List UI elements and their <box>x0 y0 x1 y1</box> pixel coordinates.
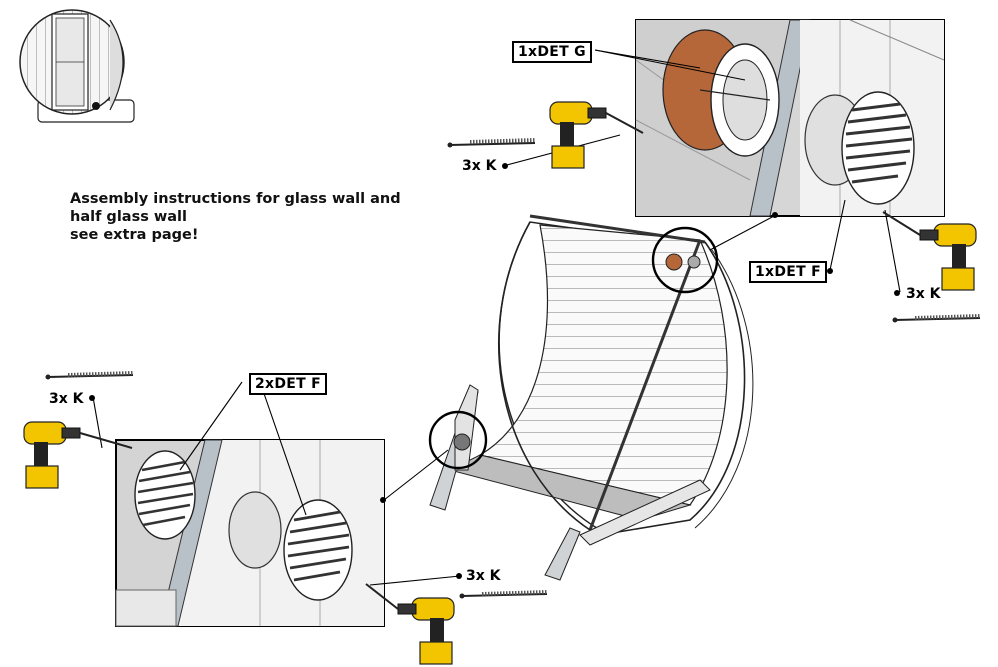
note-line-1: Assembly instructions for glass wall and <box>70 191 401 207</box>
quantity-k-left: 3x K <box>49 391 84 407</box>
drill-icon <box>365 583 455 665</box>
vent-grille-icon <box>134 450 196 540</box>
note-line-2: half glass wall <box>70 209 187 225</box>
callout-det-f-left: 2xDET F <box>249 373 328 395</box>
screw-icon <box>447 138 536 148</box>
leader-dot <box>456 573 462 579</box>
quantity-k-bottom: 3x K <box>466 568 501 584</box>
drill-icon <box>23 421 133 489</box>
detail-box-top-right <box>635 19 945 217</box>
screw-icon <box>892 314 981 323</box>
drill-icon <box>549 101 644 169</box>
det-g-disc-icon <box>662 29 780 157</box>
leader-dot <box>380 497 386 503</box>
vent-grille-icon <box>841 91 915 205</box>
quantity-k-top: 3x K <box>462 158 497 174</box>
vent-grille-icon <box>283 499 353 601</box>
quantity-k-right: 3x K <box>906 286 941 302</box>
assembly-note: Assembly instructions for glass wall and… <box>70 190 430 244</box>
detail-box-bottom-left <box>115 439 385 627</box>
leader-dot <box>502 163 508 169</box>
leader-dot <box>89 395 95 401</box>
leader-dot <box>772 212 778 218</box>
callout-det-f-right: 1xDET F <box>749 261 828 283</box>
leader-dot <box>827 268 833 274</box>
leader-dot <box>894 290 900 296</box>
leader-lines <box>92 49 901 586</box>
drill-icon <box>882 211 977 291</box>
screw-icon <box>45 371 134 380</box>
sauna-thumbnail <box>19 9 135 123</box>
callout-det-g: 1xDET G <box>512 41 592 63</box>
barrel-segment <box>428 214 754 581</box>
note-line-3: see extra page! <box>70 227 199 243</box>
screw-icon <box>459 590 548 599</box>
